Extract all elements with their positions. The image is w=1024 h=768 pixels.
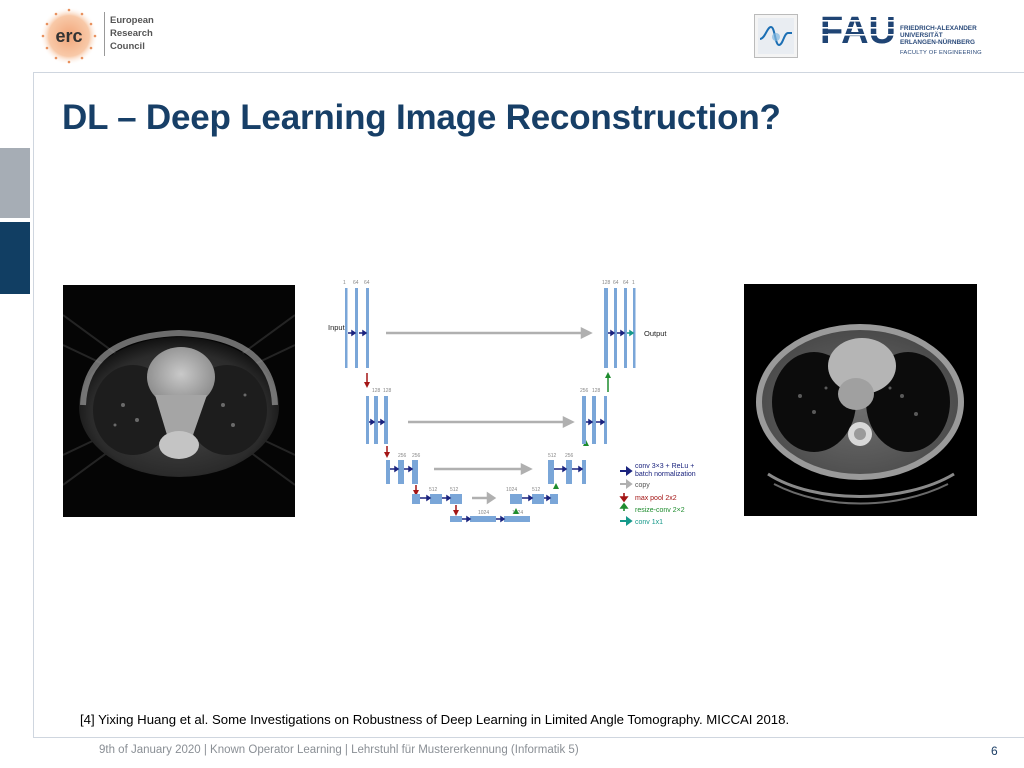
unet-bottleneck: 1024 1024 <box>450 508 530 523</box>
slide-footer: 9th of January 2020 | Known Operator Lea… <box>99 744 579 756</box>
svg-text:512: 512 <box>532 487 541 493</box>
fau-line-2: UNIVERSITÄT <box>900 32 943 40</box>
svg-text:64: 64 <box>364 280 370 286</box>
lme-logo <box>754 14 798 58</box>
unet-level3-left: 256 256 <box>386 453 421 496</box>
fau-wordmark: FRIEDRICH-ALEXANDER UNIVERSITÄT ERLANGEN… <box>900 25 977 47</box>
svg-text:64: 64 <box>613 280 619 286</box>
unet-legend: conv 3×3 + ReLu + batch normalization co… <box>619 463 696 526</box>
unet-level3-right: 512 256 <box>548 440 589 484</box>
side-tab-blue <box>0 222 30 294</box>
fau-line-3: ERLANGEN-NÜRNBERG <box>900 39 975 47</box>
side-tab-grey <box>0 148 30 218</box>
svg-text:batch normalization: batch normalization <box>635 471 696 478</box>
erc-wordmark: European Research Council <box>110 14 154 53</box>
slide-title: DL – Deep Learning Image Reconstruction? <box>62 98 781 137</box>
header-rule <box>34 72 1024 73</box>
erc-divider <box>104 12 105 56</box>
unet-architecture-diagram: Input 1 64 64 128 128 <box>328 280 696 526</box>
feature-map <box>366 288 369 368</box>
copy-connections <box>386 326 593 505</box>
svg-text:1024: 1024 <box>478 510 489 516</box>
citation: [4] Yixing Huang et al. Some Investigati… <box>80 712 790 727</box>
svg-text:conv 1x1: conv 1x1 <box>635 519 663 526</box>
erc-line-3: Council <box>110 41 145 52</box>
svg-text:256: 256 <box>412 453 421 459</box>
fau-line-1: FRIEDRICH-ALEXANDER <box>900 25 977 32</box>
feature-map <box>355 288 358 368</box>
svg-text:max pool 2x2: max pool 2x2 <box>635 495 677 502</box>
erc-line-2: Research <box>110 28 153 39</box>
svg-text:resize-conv 2×2: resize-conv 2×2 <box>635 507 685 514</box>
svg-text:FAU: FAU <box>820 12 896 46</box>
ct-limited-angle-image <box>63 285 295 517</box>
svg-text:128: 128 <box>602 280 611 286</box>
svg-text:512: 512 <box>548 453 557 459</box>
feature-map <box>345 288 348 368</box>
erc-logo: erc <box>40 7 98 65</box>
svg-text:1: 1 <box>632 280 635 286</box>
frame-left-rule <box>33 72 34 738</box>
svg-text:copy: copy <box>635 482 650 489</box>
slide-header: erc European Research Council FAU FRIEDR… <box>0 0 1024 72</box>
svg-text:512: 512 <box>429 487 438 493</box>
svg-text:512: 512 <box>450 487 459 493</box>
fau-logo: FAU <box>820 12 898 46</box>
ct-reference-image <box>744 284 977 516</box>
erc-line-1: European <box>110 15 154 26</box>
svg-text:conv 3×3 + ReLu +: conv 3×3 + ReLu + <box>635 463 694 470</box>
svg-text:1: 1 <box>343 280 346 286</box>
svg-text:erc: erc <box>55 26 82 46</box>
unet-level1-left: Input 1 64 64 <box>328 280 370 388</box>
unet-level1-right: 128 64 64 1 Output <box>602 280 667 368</box>
svg-text:64: 64 <box>623 280 629 286</box>
unet-level4-left: 512 512 <box>412 487 462 516</box>
frame-bottom-rule <box>33 737 1024 738</box>
svg-text:256: 256 <box>580 388 589 394</box>
page-number: 6 <box>991 744 998 758</box>
svg-text:256: 256 <box>398 453 407 459</box>
unet-level4-right: 1024 512 <box>506 483 559 504</box>
svg-text:128: 128 <box>372 388 381 394</box>
output-label: Output <box>644 329 667 338</box>
svg-text:256: 256 <box>565 453 574 459</box>
unet-level2-right: 256 128 <box>580 372 611 444</box>
input-label: Input <box>328 323 346 332</box>
unet-level2-left: 128 128 <box>366 388 392 458</box>
svg-text:64: 64 <box>353 280 359 286</box>
svg-text:128: 128 <box>592 388 601 394</box>
fau-faculty: FACULTY OF ENGINEERING <box>900 50 982 56</box>
svg-text:1024: 1024 <box>506 487 517 493</box>
svg-text:128: 128 <box>383 388 392 394</box>
